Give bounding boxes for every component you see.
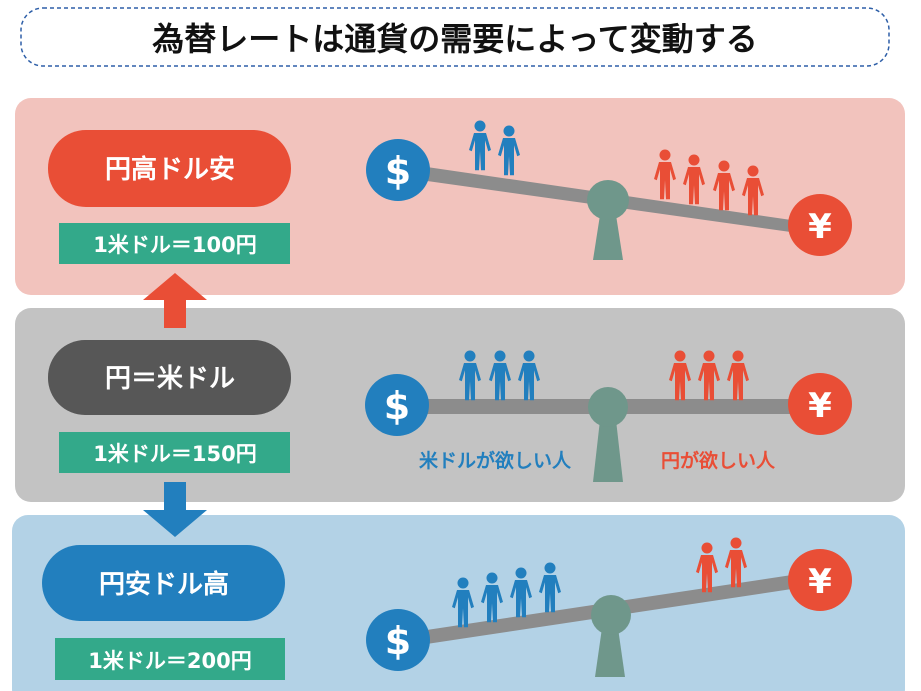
- fulcrum-pivot: [587, 180, 629, 220]
- yen-side-caption: 円が欲しい人: [661, 449, 776, 472]
- yen-coin-icon: [788, 194, 852, 256]
- yen-symbol: ¥: [808, 562, 832, 602]
- label-pill: [42, 545, 285, 621]
- rate-box: [55, 638, 285, 680]
- dollar-coin-icon: [366, 139, 430, 201]
- arrow-down-icon: [143, 482, 207, 537]
- title-box: 為替レートは通貨の需要によって変動する: [20, 7, 890, 67]
- dollar-coin-icon: [365, 374, 429, 436]
- panel-label: 円高ドル安: [105, 154, 235, 185]
- dollar-symbol: $: [385, 149, 411, 193]
- yen-coin-icon: [788, 549, 852, 611]
- dollar-symbol: $: [384, 384, 410, 428]
- fulcrum-stand: [593, 420, 623, 482]
- panel-label: 円＝米ドル: [105, 364, 235, 394]
- fulcrum-pivot: [588, 387, 628, 427]
- page-title: 為替レートは通貨の需要によって変動する: [152, 20, 757, 58]
- seesaw-1: $ ¥: [366, 120, 852, 260]
- fulcrum-pivot: [591, 595, 631, 635]
- label-pill: [48, 340, 291, 415]
- yen-symbol: ¥: [808, 386, 832, 426]
- rate-text: 1米ドル＝150円: [93, 442, 256, 466]
- fulcrum-stand: [595, 628, 625, 677]
- dollar-symbol: $: [385, 619, 411, 663]
- rate-box: [59, 223, 290, 264]
- seesaw-3: $ ¥: [366, 537, 852, 677]
- rate-text: 1米ドル＝100円: [93, 233, 256, 257]
- arrow-up-icon: [143, 273, 207, 328]
- seesaw-2: $ ¥ 米ドルが欲しい人 円が欲しい人: [365, 350, 852, 482]
- dollar-side-caption: 米ドルが欲しい人: [419, 449, 572, 472]
- rate-text: 1米ドル＝200円: [88, 649, 251, 673]
- rate-box: [59, 432, 290, 473]
- fulcrum-stand: [593, 215, 623, 260]
- panel-label: 円安ドル高: [99, 569, 229, 600]
- label-pill: [48, 130, 291, 207]
- yen-symbol: ¥: [808, 207, 832, 247]
- dollar-coin-icon: [366, 609, 430, 671]
- yen-coin-icon: [788, 373, 852, 435]
